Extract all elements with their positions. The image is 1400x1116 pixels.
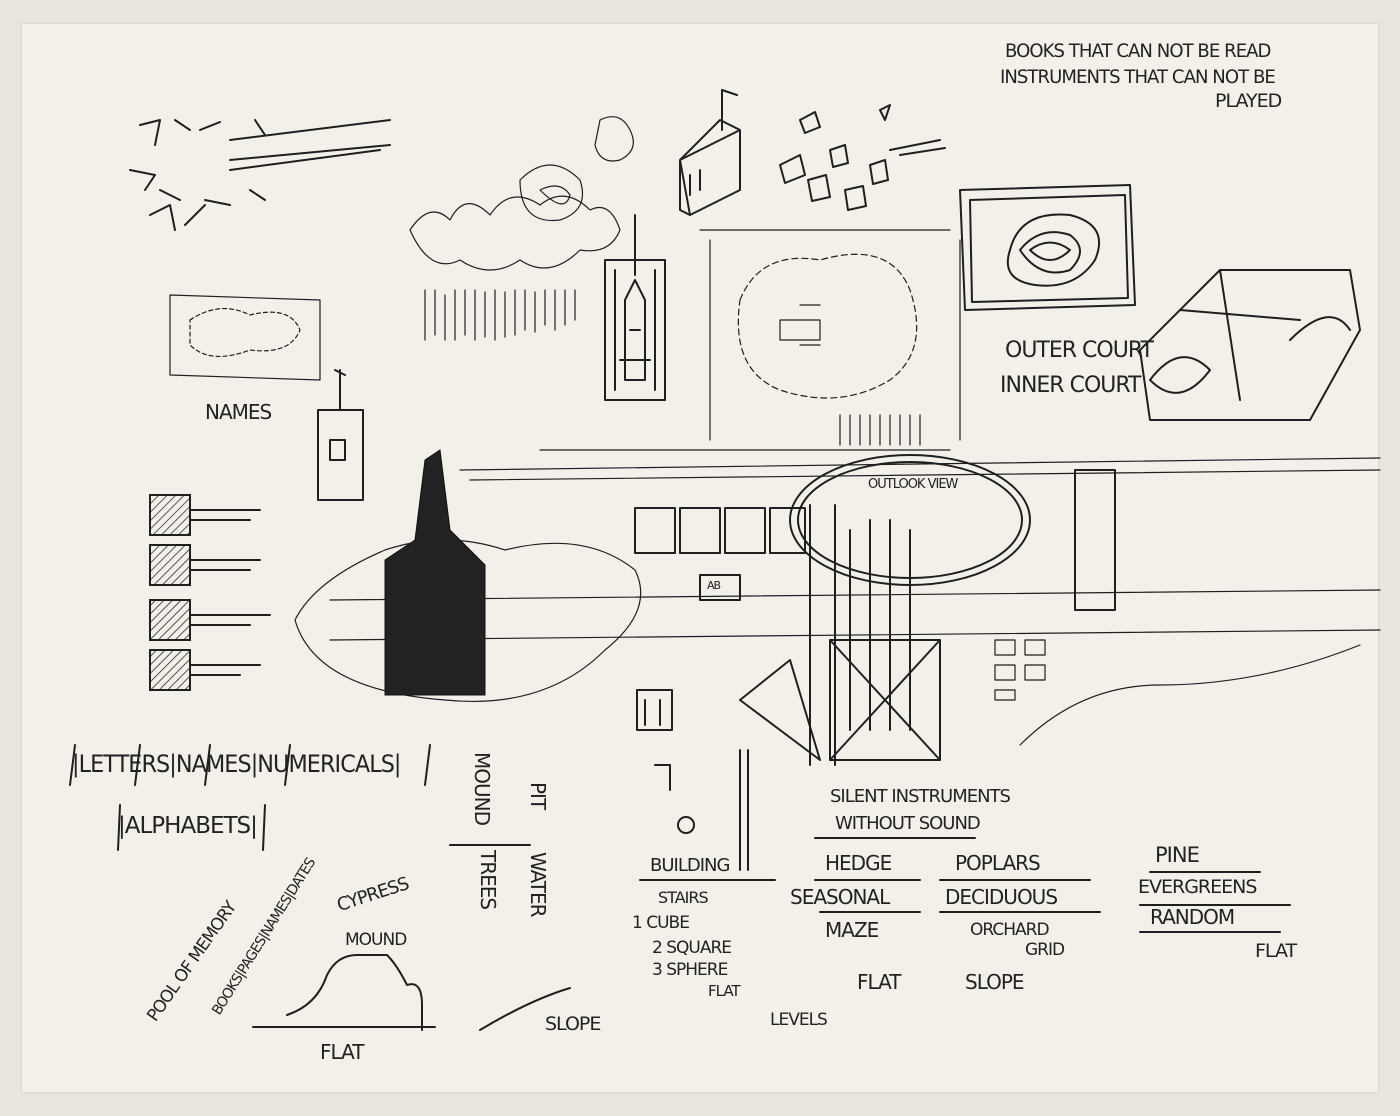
label-flat-building: FLAT <box>708 982 741 1000</box>
label-hedge: HEDGE <box>825 851 892 875</box>
sketch-paper <box>22 24 1378 1092</box>
column-sketch <box>636 689 749 871</box>
label-letters-names-numericals: |LETTERS|NAMES|NUMERICALS| <box>72 750 401 778</box>
label-random: RANDOM <box>1150 905 1235 929</box>
label-ab: AB <box>707 579 721 592</box>
label-sphere: 3 SPHERE <box>652 960 728 980</box>
label-stairs: STAIRS <box>658 888 709 907</box>
tower-building-sketch <box>679 89 741 216</box>
label-levels: LEVELS <box>770 1010 828 1030</box>
note-books-unread: BOOKS THAT CAN NOT BE READ <box>1005 40 1271 62</box>
label-mound: MOUND <box>470 752 494 825</box>
label-deciduous: DECIDUOUS <box>945 885 1058 909</box>
scribble-cluster-top-left <box>129 119 391 231</box>
label-pit: PIT <box>526 782 550 810</box>
floating-blocks-sketch <box>779 104 946 211</box>
label-evergreens: EVERGREENS <box>1138 876 1257 898</box>
label-seasonal: SEASONAL <box>790 885 890 909</box>
court-plan-sketch <box>539 229 961 451</box>
label-flat-pine: FLAT <box>1255 940 1297 962</box>
tree-cloud-sketch <box>409 116 634 341</box>
label-silent-instruments: SILENT INSTRUMENTS <box>830 786 1011 807</box>
label-flat-left: FLAT <box>320 1040 364 1064</box>
label-grid: GRID <box>1025 940 1065 960</box>
hatched-bars-sketch <box>149 494 271 691</box>
horizon-lines <box>329 457 1381 641</box>
label-mound-2: MOUND <box>345 930 407 950</box>
note-instruments-unplayed: INSTRUMENTS THAT CAN NOT BE <box>1000 66 1276 88</box>
label-without-sound: WITHOUT SOUND <box>835 813 981 834</box>
label-inner-court: INNER COURT <box>1000 373 1141 398</box>
label-water: WATER <box>526 852 550 917</box>
pavilion-sketch <box>1139 269 1361 421</box>
heading-underlines <box>69 744 1291 933</box>
label-slope-left: SLOPE <box>545 1013 601 1035</box>
label-orchard: ORCHARD <box>970 920 1050 940</box>
central-tower-sketch <box>739 469 1116 766</box>
label-flat-hedge: FLAT <box>857 970 901 994</box>
label-trees: TREES <box>476 850 500 910</box>
mound-profile-sketch <box>252 954 571 1031</box>
label-cube: 1 CUBE <box>632 913 690 933</box>
small-glyphs-sketch <box>994 639 1361 746</box>
cypress-mound-sketch <box>294 449 642 703</box>
note-played: PLAYED <box>1215 90 1282 112</box>
pool-plan-sketch <box>169 294 321 381</box>
label-slope-poplars: SLOPE <box>965 970 1025 994</box>
gate-structure-sketch <box>604 214 666 401</box>
label-building: BUILDING <box>650 855 730 876</box>
label-maze: MAZE <box>825 918 879 942</box>
label-outer-court: OUTER COURT <box>1005 338 1154 363</box>
label-outlook-view: OUTLOOK VIEW <box>868 477 958 492</box>
label-names: NAMES <box>205 400 272 424</box>
kiosk-sketch <box>317 369 364 501</box>
panel-row-sketch <box>634 507 806 601</box>
framed-pool-sketch <box>959 184 1136 311</box>
label-square: 2 SQUARE <box>652 938 732 958</box>
label-poplars: POPLARS <box>955 851 1041 875</box>
label-pine: PINE <box>1155 843 1200 867</box>
label-alphabets: |ALPHABETS| <box>118 813 258 839</box>
